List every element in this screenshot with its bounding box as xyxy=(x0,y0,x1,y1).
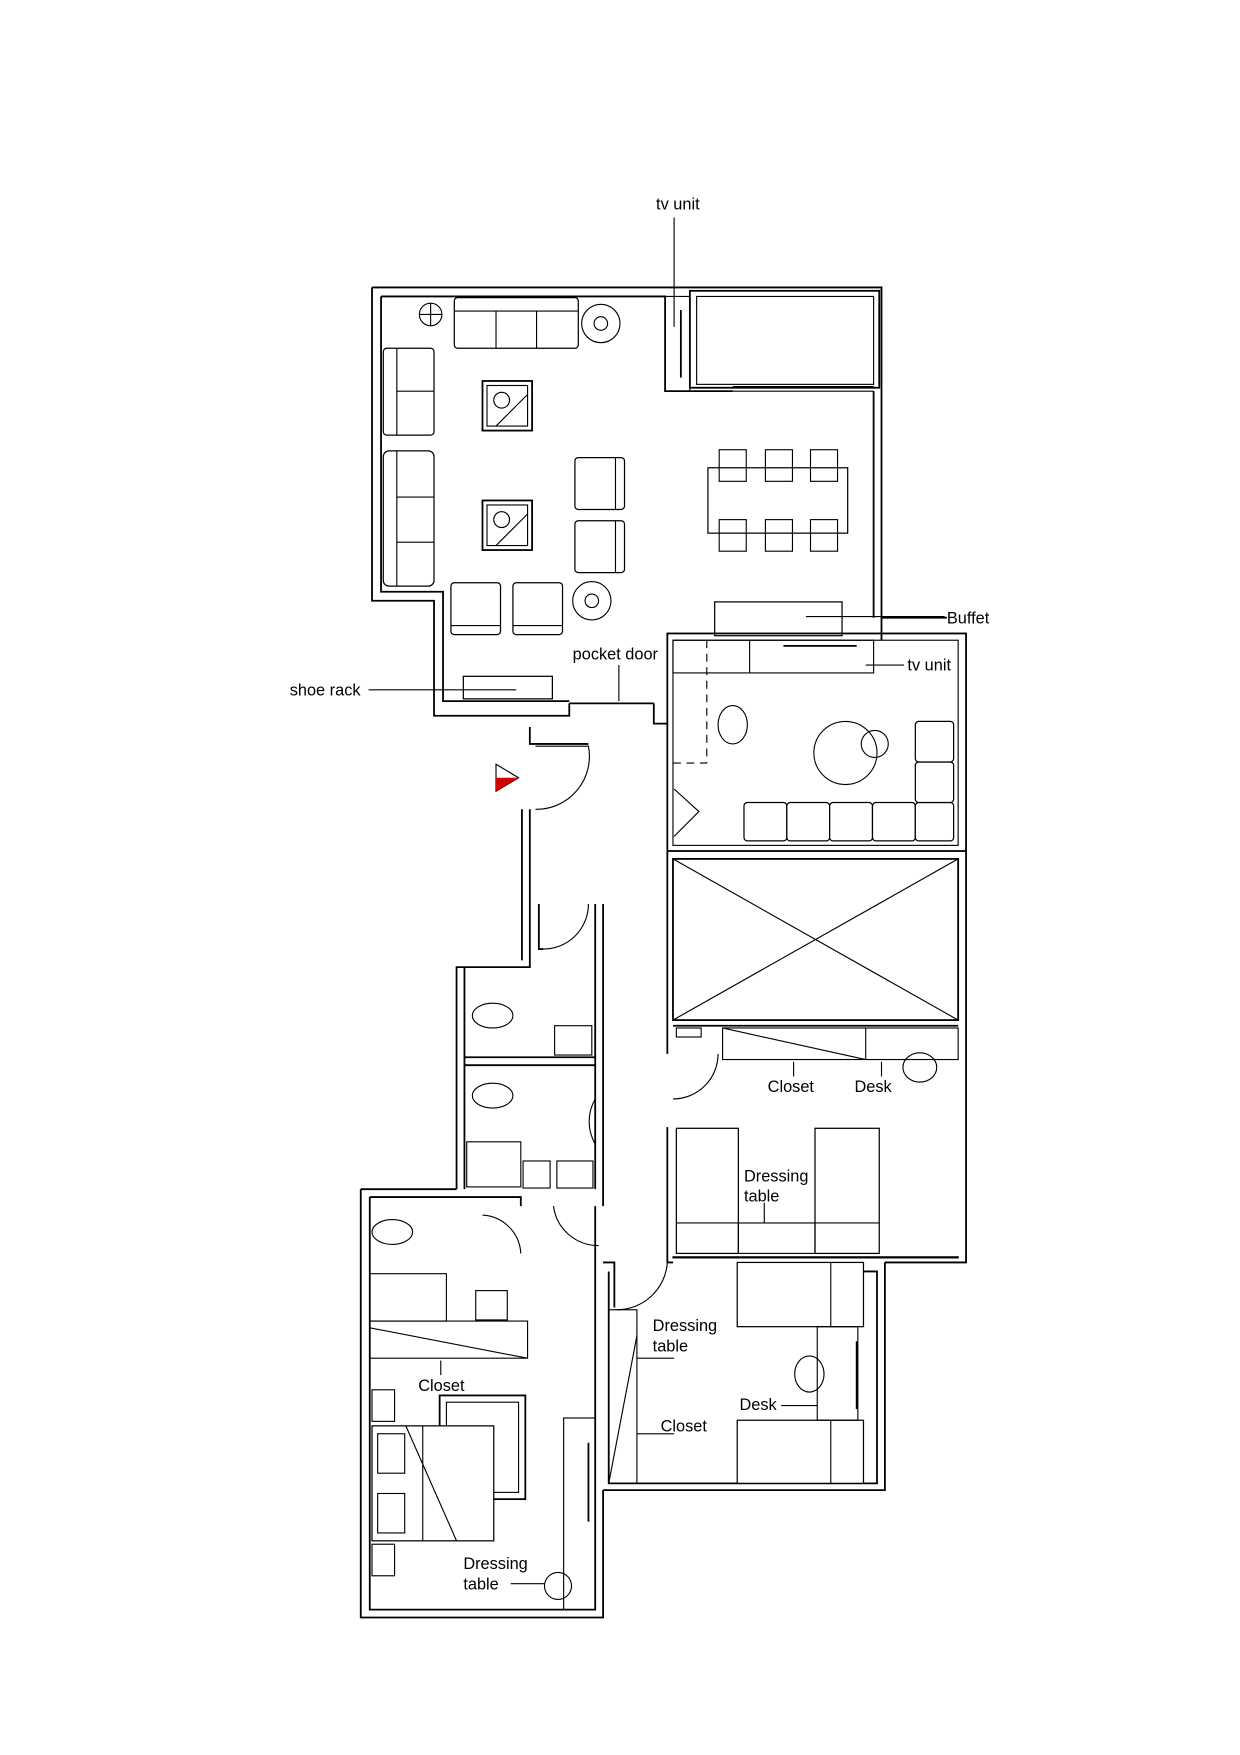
corridor xyxy=(455,703,700,1190)
label-closet-master: Closet xyxy=(418,1377,465,1395)
label-dressing-bedroom3-2: table xyxy=(653,1337,688,1355)
tv-unit-living xyxy=(664,295,691,392)
label-pocket-door: pocket door xyxy=(573,645,659,663)
dressing-table xyxy=(737,1222,816,1254)
sink-icon xyxy=(475,1290,508,1321)
stool-icon xyxy=(543,1571,573,1601)
toilet-icon xyxy=(471,1002,514,1029)
label-dressing-bedroom2-2: table xyxy=(744,1188,779,1206)
label-dressing-bedroom3: Dressing xyxy=(653,1317,717,1335)
living-dining-room xyxy=(371,286,947,717)
label-shoe-rack: shoe rack xyxy=(290,681,362,699)
toilet-icon xyxy=(471,1082,514,1109)
balcony xyxy=(688,289,881,389)
sofa-left-long xyxy=(382,450,435,587)
nightstand xyxy=(371,1543,396,1577)
door-master-bedroom[interactable] xyxy=(552,1205,599,1247)
labels: tv unit Buffet tv unit pocket door shoe … xyxy=(290,196,990,1594)
sofa-top xyxy=(453,296,579,349)
void-shaft xyxy=(672,858,960,1021)
label-desk-bedroom2: Desk xyxy=(854,1078,892,1096)
buffet xyxy=(714,601,843,637)
shoe-rack xyxy=(462,675,553,700)
label-closet-bedroom2: Closet xyxy=(768,1078,815,1096)
sectional-sofa xyxy=(743,720,955,842)
sink-icon xyxy=(556,1160,594,1189)
toilet-icon xyxy=(371,1219,414,1245)
door-master-bath[interactable] xyxy=(482,1214,522,1254)
door-bedroom-3[interactable] xyxy=(616,1262,668,1311)
sink-icon xyxy=(554,1025,593,1056)
label-dressing-bedroom2: Dressing xyxy=(744,1167,808,1185)
floor-lamp-icon xyxy=(418,302,443,327)
sofa-left xyxy=(382,347,435,436)
tv-unit-study xyxy=(672,639,875,674)
label-closet-bedroom3: Closet xyxy=(661,1418,708,1436)
bedroom-3 xyxy=(603,1261,886,1492)
bedroom-2 xyxy=(666,851,967,1264)
side-table-icon xyxy=(572,303,621,621)
label-desk-bedroom3: Desk xyxy=(739,1396,777,1414)
chair-icon xyxy=(794,1355,825,1393)
label-dressing-master: Dressing xyxy=(463,1555,527,1573)
dining-table xyxy=(707,449,849,552)
plant-table-icon xyxy=(481,380,533,551)
bathrooms xyxy=(463,903,604,1207)
nightstand xyxy=(371,1389,396,1422)
chair-icon xyxy=(717,705,748,745)
label-tv-unit-living: tv unit xyxy=(656,196,700,214)
bed xyxy=(736,1261,865,1328)
study-room xyxy=(666,632,967,852)
chair-icon xyxy=(902,1052,938,1083)
armchairs xyxy=(450,457,626,636)
entrance-door[interactable] xyxy=(535,745,590,810)
bed xyxy=(736,1419,865,1484)
double-bed xyxy=(371,1425,495,1542)
bed xyxy=(814,1127,880,1255)
desk xyxy=(816,1326,859,1421)
master-bedroom xyxy=(359,1188,604,1619)
round-table xyxy=(813,720,878,786)
label-tv-unit-study: tv unit xyxy=(907,657,951,675)
door-bedroom-2[interactable] xyxy=(672,1053,719,1100)
label-dressing-master-2: table xyxy=(463,1575,498,1593)
label-buffet: Buffet xyxy=(947,609,990,627)
leader-lines xyxy=(368,217,945,1585)
bed xyxy=(675,1127,739,1255)
